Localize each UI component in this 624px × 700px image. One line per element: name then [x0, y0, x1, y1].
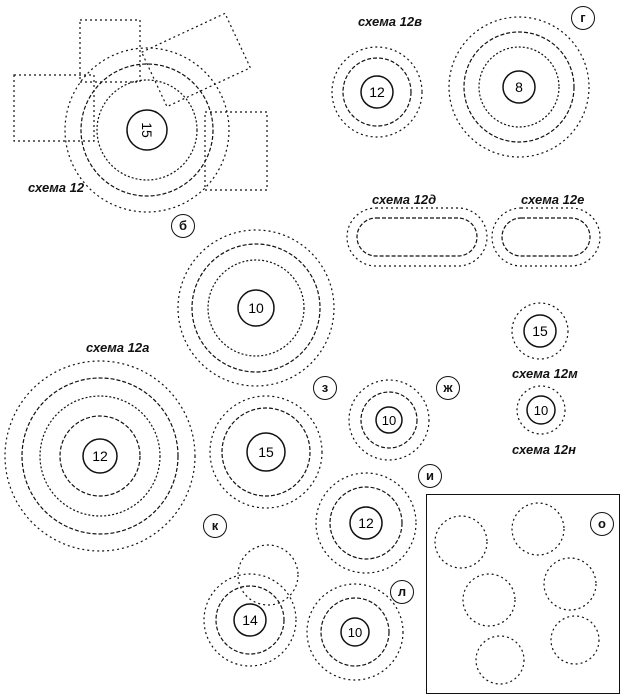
label-schema-12e: схема 12е [521, 192, 585, 207]
badge-l: л [390, 580, 414, 604]
center-number: 12 [92, 448, 108, 464]
center-number: 15 [532, 323, 548, 339]
badge-b: б [171, 214, 195, 238]
petal-left [13, 74, 95, 142]
petal-top-right [140, 12, 252, 108]
motif-schema-12d [346, 207, 488, 267]
motif-o-frame [426, 494, 620, 694]
center-number: 15 [258, 444, 274, 460]
motif-l [306, 583, 404, 681]
motif-z [209, 395, 323, 509]
center-number: 10 [348, 625, 362, 640]
label-schema-12n: схема 12н [512, 442, 576, 457]
center-number: 8 [515, 79, 523, 95]
label-schema-12m: схема 12м [512, 366, 578, 381]
badge-o: о [590, 512, 614, 536]
label-schema-12a: схема 12а [86, 340, 150, 355]
motif-schema-12n [516, 385, 566, 435]
motif-i [315, 472, 417, 574]
badge-z: з [313, 376, 337, 400]
motif-schema-12 [13, 12, 268, 213]
motif-schema-12e [491, 207, 601, 267]
motif-b [177, 229, 335, 387]
motif-schema-12v [331, 46, 423, 138]
center-number: 10 [248, 300, 264, 316]
label-schema-12d: схема 12д [372, 192, 437, 207]
center-number: 10 [534, 403, 548, 418]
center-number: 10 [382, 413, 396, 428]
badge-i: и [418, 464, 442, 488]
motif-schema-12m [511, 302, 569, 360]
petal-right [204, 111, 268, 191]
center-number: 14 [242, 612, 258, 628]
center-number: 15 [139, 122, 155, 138]
badge-k: к [203, 514, 227, 538]
center-number: 12 [369, 84, 385, 100]
center-circle [126, 109, 168, 151]
label-schema-12v: схема 12в [358, 14, 422, 29]
motif-schema-12a [4, 360, 196, 552]
badge-g: г [571, 6, 595, 30]
petal-top [79, 19, 141, 83]
motif-zh [348, 379, 430, 461]
motif-g [448, 16, 590, 158]
label-schema-12: схема 12 [28, 180, 85, 195]
badge-zh: ж [436, 376, 460, 400]
center-number: 12 [358, 515, 374, 531]
motif-o-rings [434, 502, 600, 685]
outer-ring [64, 47, 230, 213]
motif-k [203, 544, 299, 667]
